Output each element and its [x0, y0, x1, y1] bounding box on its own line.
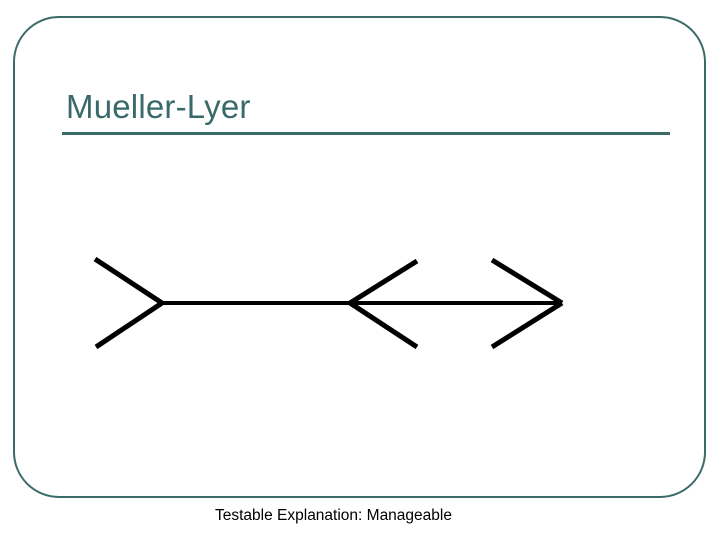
title-underline-rule	[62, 132, 670, 135]
right-arrowhead-lower-line	[490, 300, 564, 350]
left-fin-upper-line	[93, 256, 164, 306]
page-title: Mueller-Lyer	[66, 88, 251, 125]
slide-frame-border	[13, 16, 706, 498]
right-arrowhead-upper-line	[490, 257, 564, 306]
left-fin-lower-line	[94, 300, 164, 350]
slide-footer-text: Testable Explanation: Manageable	[215, 507, 452, 524]
middle-arrowhead-lower-line	[348, 300, 419, 350]
middle-arrowhead-upper-line	[348, 258, 419, 306]
